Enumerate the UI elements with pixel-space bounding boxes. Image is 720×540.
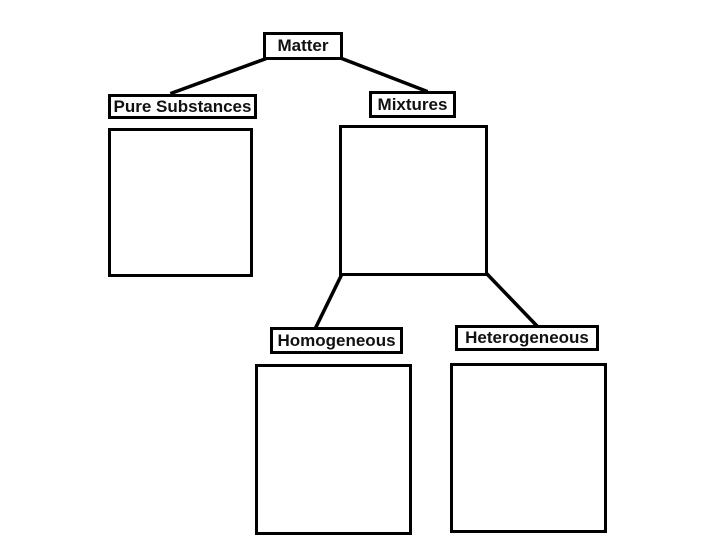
node-homogeneous-label: Homogeneous	[277, 330, 396, 350]
node-homogeneous: Homogeneous	[270, 327, 403, 354]
connector-mixtures-heterogeneous	[485, 272, 540, 329]
node-matter-label: Matter	[277, 36, 329, 55]
answer-box-mixtures[interactable]	[339, 125, 488, 276]
node-mixtures: Mixtures	[369, 91, 456, 118]
connector-mixtures-homogeneous	[313, 273, 344, 330]
node-heterogeneous-label: Heterogeneous	[465, 328, 589, 347]
node-pure-substances-label: Pure Substances	[113, 96, 252, 116]
answer-box-homogeneous[interactable]	[255, 364, 412, 535]
answer-box-heterogeneous[interactable]	[450, 363, 607, 533]
node-mixtures-label: Mixtures	[377, 94, 448, 114]
connector-matter-mixtures	[340, 56, 429, 94]
node-heterogeneous: Heterogeneous	[455, 325, 599, 351]
answer-box-pure-substances[interactable]	[108, 128, 253, 277]
node-pure-substances: Pure Substances	[108, 94, 257, 119]
node-matter: Matter	[263, 32, 343, 60]
connector-matter-pure-substances	[169, 56, 268, 96]
